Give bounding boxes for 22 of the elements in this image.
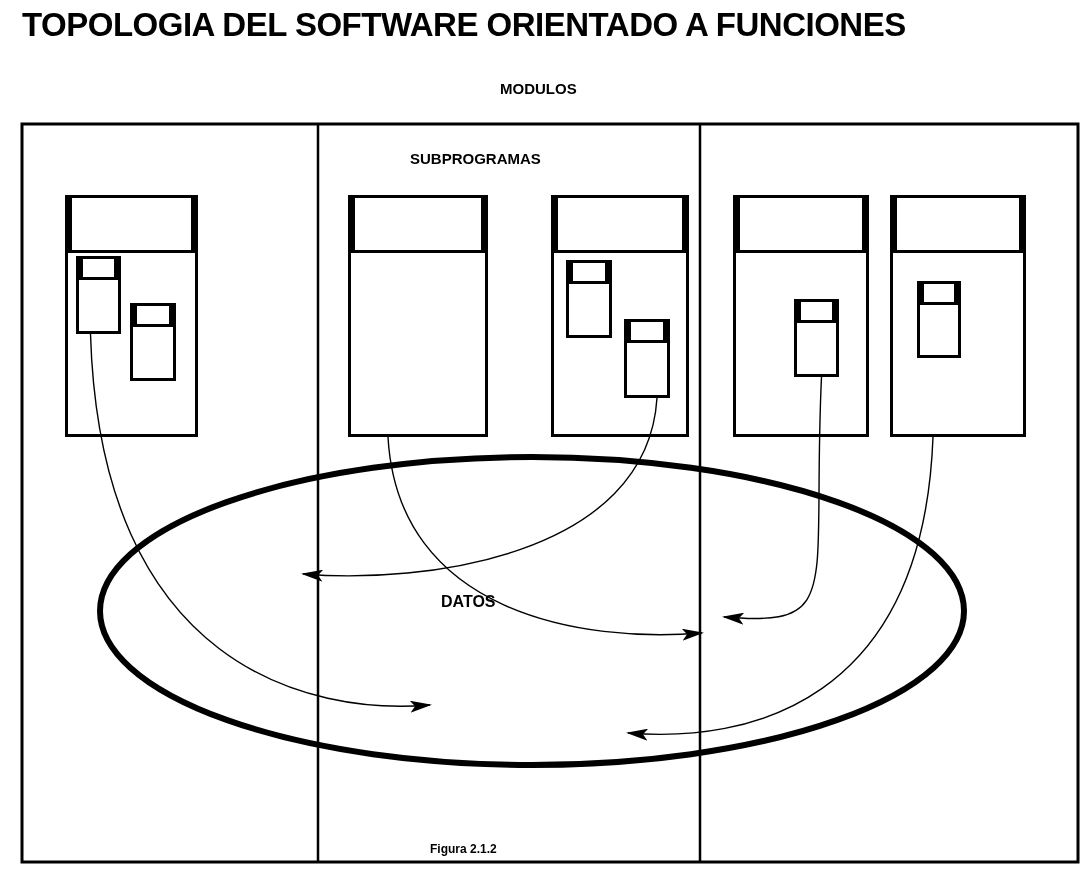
label-text: SUBPROGRAMAS <box>410 150 541 167</box>
data-ellipse <box>96 453 968 769</box>
arrow <box>722 376 823 625</box>
caption: Figura 2.1.2 <box>430 842 497 856</box>
arrow <box>626 436 934 740</box>
module-box <box>551 195 689 437</box>
subprogram-box <box>794 299 839 377</box>
subprogram-box <box>76 256 121 334</box>
subprogram-box <box>624 319 670 398</box>
module-box <box>65 195 198 437</box>
subprogram-box <box>130 303 176 381</box>
arrow <box>301 397 658 582</box>
module-box <box>348 195 488 437</box>
module-box <box>733 195 869 437</box>
subprogram-box <box>566 260 612 338</box>
module-box <box>890 195 1026 437</box>
subprogram-box <box>917 281 961 358</box>
arrow <box>89 333 432 712</box>
label-text: MODULOS <box>500 80 577 97</box>
node-text: DATOS <box>441 593 496 611</box>
title: TOPOLOGIA DEL SOFTWARE ORIENTADO A FUNCIONES <box>22 6 906 44</box>
arrow <box>387 436 704 640</box>
